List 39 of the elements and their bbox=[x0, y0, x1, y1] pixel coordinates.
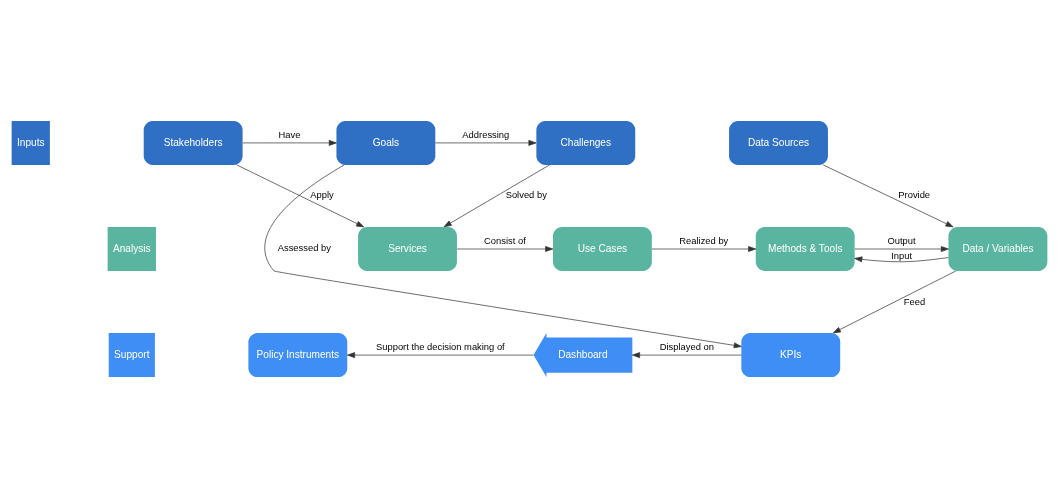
edge-label: Assessed by bbox=[277, 242, 331, 253]
edge-label: Feed bbox=[903, 296, 926, 306]
arrow bbox=[854, 256, 949, 262]
node-box: Data Sources bbox=[729, 120, 828, 165]
edge-label: Provide bbox=[898, 189, 931, 200]
node-box: Challenges bbox=[536, 120, 636, 165]
edge-label: Have bbox=[278, 129, 301, 140]
edge-label: Support the decision making of bbox=[376, 341, 505, 352]
arrow bbox=[443, 164, 550, 227]
arrow bbox=[264, 164, 742, 348]
edge-label: Input bbox=[891, 250, 912, 261]
arrow bbox=[435, 139, 537, 146]
arrow bbox=[632, 351, 742, 358]
arrow bbox=[456, 245, 554, 252]
arrow bbox=[854, 245, 949, 252]
node-box: Support bbox=[108, 332, 155, 377]
arrow bbox=[242, 139, 337, 146]
edge-label: Displayed on bbox=[659, 341, 714, 352]
node-box: Inputs bbox=[11, 120, 50, 165]
node-box: Services bbox=[358, 226, 457, 271]
edge-label: Solved by bbox=[505, 189, 547, 200]
node-box: Use Cases bbox=[552, 226, 652, 271]
edge-label: Output bbox=[887, 235, 916, 246]
arrow bbox=[347, 351, 534, 358]
arrow bbox=[832, 270, 957, 333]
node-box: Methods & Tools bbox=[755, 226, 855, 271]
arrow bbox=[822, 164, 954, 227]
node-box: Stakeholders bbox=[143, 120, 243, 165]
node-box: Policy Instruments bbox=[248, 332, 348, 377]
edge-label: Apply bbox=[310, 189, 334, 200]
node-box: Goals bbox=[336, 120, 436, 165]
node-box: Data / Variables bbox=[948, 226, 1048, 271]
arrow bbox=[236, 164, 365, 227]
edge-label: Addressing bbox=[462, 129, 510, 140]
edge-label: Realized by bbox=[679, 235, 729, 246]
node-box: Analysis bbox=[107, 226, 156, 271]
node-box: KPIs bbox=[741, 332, 841, 377]
edge-label: Consist of bbox=[484, 235, 526, 246]
arrow bbox=[651, 245, 757, 252]
